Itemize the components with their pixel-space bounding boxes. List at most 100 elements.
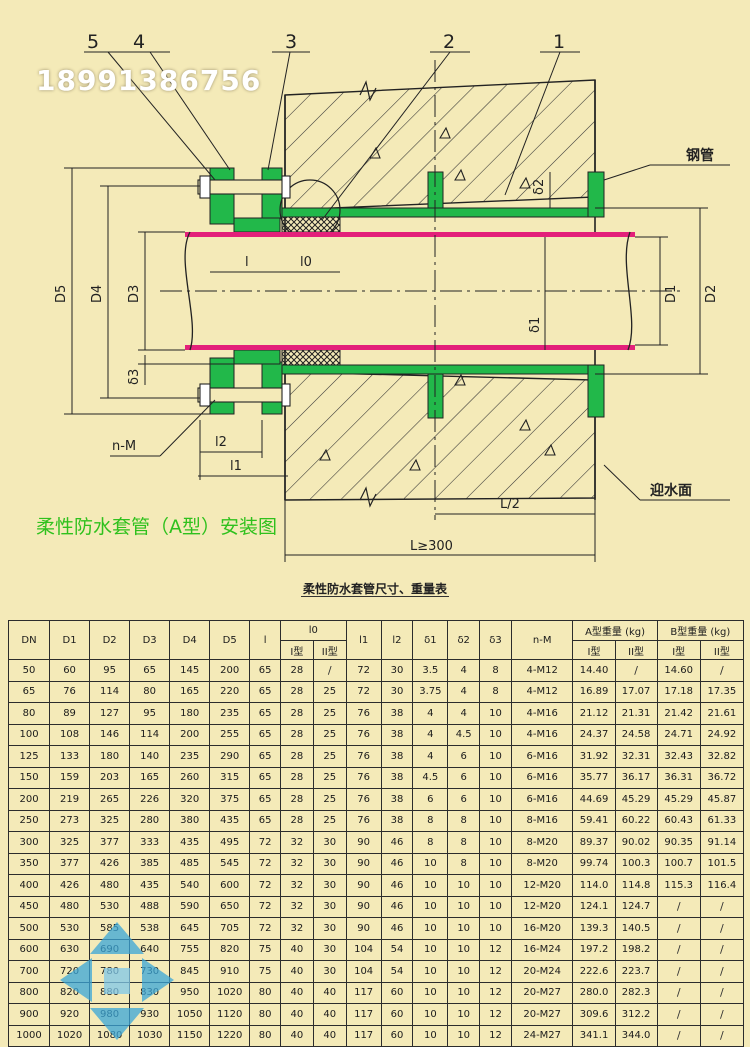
table-cell: 8-M16 (510, 809, 574, 832)
table-cell: 4-M16 (510, 723, 574, 746)
table-cell: 45.29 (614, 788, 658, 811)
table-cell: 300 (7, 831, 51, 854)
header-d1: D1 (49, 620, 91, 660)
table-cell: 20-M27 (510, 981, 574, 1004)
table-cell: 435 (129, 874, 171, 897)
table-cell: 223.7 (614, 960, 658, 983)
table-cell: 8 (479, 680, 512, 703)
table-cell: 30 (380, 659, 414, 682)
table-cell: 25 (312, 788, 347, 811)
table-cell: 25 (312, 766, 347, 789)
table-cell: 117 (345, 981, 382, 1004)
table-cell: 145 (169, 659, 211, 682)
table-cell: 90 (345, 831, 382, 854)
header-b-weight: B型重量 (kg) (656, 620, 745, 641)
table-cell: 260 (169, 766, 211, 789)
table-cell: 116.4 (699, 874, 745, 897)
table-cell: / (656, 1024, 701, 1047)
table-cell: 8-M20 (510, 831, 574, 854)
table-cell: 10 (412, 981, 449, 1004)
header-dn: DN (7, 620, 51, 660)
table-cell: 10 (447, 960, 481, 983)
table-cell: 40 (279, 960, 314, 983)
table-cell: 40 (279, 1024, 314, 1047)
table-cell: 45.29 (656, 788, 701, 811)
table-cell: 38 (380, 702, 414, 725)
table-cell: 159 (49, 766, 91, 789)
table-cell: 17.18 (656, 680, 701, 703)
header-d3: D3 (129, 620, 171, 660)
header-b-type2: II型 (699, 640, 745, 660)
table-cell: 10 (447, 874, 481, 897)
table-cell: 25 (312, 723, 347, 746)
header-delta2: δ2 (447, 620, 481, 660)
table-cell: 235 (209, 702, 251, 725)
table-cell: 139.3 (572, 917, 616, 940)
table-cell: 222.6 (572, 960, 616, 983)
table-cell: 24.71 (656, 723, 701, 746)
table-cell: / (699, 1024, 745, 1047)
table-cell: 14.40 (572, 659, 616, 682)
table-cell: 900 (7, 1003, 51, 1026)
table-cell: 89.37 (572, 831, 616, 854)
label-delta2: δ2 (532, 179, 547, 195)
table-cell: / (699, 981, 745, 1004)
label-nm: n-M (112, 439, 136, 454)
table-cell: 40 (279, 1003, 314, 1026)
table-cell: 28 (279, 702, 314, 725)
dimension-lines (64, 167, 708, 562)
table-cell: 4 (412, 723, 449, 746)
table-cell: 12-M20 (510, 874, 574, 897)
table-cell: 226 (129, 788, 171, 811)
table-cell: 12 (479, 960, 512, 983)
table-cell: 36.72 (699, 766, 745, 789)
table-cell: 104 (345, 938, 382, 961)
table-cell: 545 (209, 852, 251, 875)
label-l: l (245, 255, 249, 270)
table-cell: 10 (479, 874, 512, 897)
callout-1: 1 (553, 31, 565, 53)
table-cell: 8 (412, 831, 449, 854)
table-cell: 435 (209, 809, 251, 832)
table-cell: 25 (312, 680, 347, 703)
table-cell: 4.5 (447, 723, 481, 746)
table-cell: 10 (447, 895, 481, 918)
table-cell: 6-M16 (510, 766, 574, 789)
table-cell: 28 (279, 680, 314, 703)
table-cell: 203 (89, 766, 131, 789)
table-cell: 910 (209, 960, 251, 983)
table-cell: / (699, 895, 745, 918)
callout-4: 4 (133, 31, 145, 53)
table-cell: 30 (312, 960, 347, 983)
table-cell: 10 (412, 938, 449, 961)
table-cell: 75 (249, 938, 281, 961)
table-cell: 10 (479, 745, 512, 768)
table-cell: 10 (447, 1024, 481, 1047)
table-cell: 75 (249, 960, 281, 983)
table-cell: 10 (479, 702, 512, 725)
drawing-caption: 柔性防水套管（A型）安装图 (36, 516, 277, 538)
table-cell: 10 (412, 960, 449, 983)
table-cell: 90 (345, 895, 382, 918)
table-cell: 54 (380, 960, 414, 983)
table-cell: 65 (7, 680, 51, 703)
table-cell: 72 (345, 680, 382, 703)
header-a-type1: I型 (572, 640, 616, 660)
table-cell: 89 (49, 702, 91, 725)
table-cell: 10 (412, 1024, 449, 1047)
label-l1: l1 (230, 459, 242, 474)
table-cell: 325 (49, 831, 91, 854)
table-cell: 4 (447, 659, 481, 682)
spec-table: DN D1 D2 D3 D4 D5 l l0 l1 l2 δ1 δ2 δ3 n-… (7, 620, 745, 1047)
label-l2: l2 (215, 435, 227, 450)
label-l-min: L≥300 (410, 539, 453, 554)
table-cell: 114.0 (572, 874, 616, 897)
table-cell: 32 (279, 895, 314, 918)
table-cell: 90.35 (656, 831, 701, 854)
table-cell: 21.31 (614, 702, 658, 725)
